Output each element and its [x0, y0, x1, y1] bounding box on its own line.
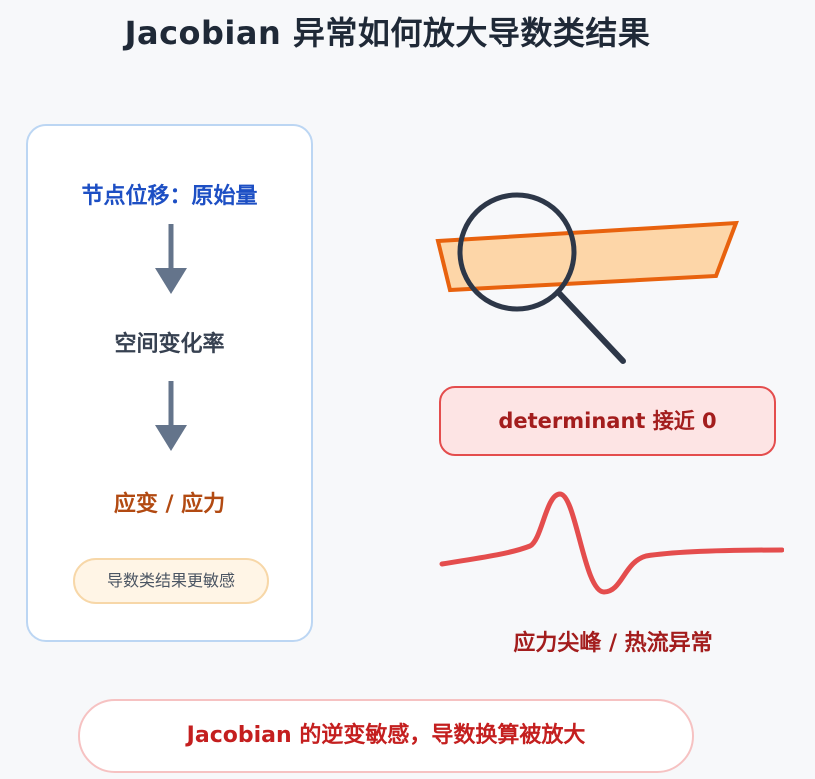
chain-step-gradient: 空间变化率: [114, 332, 225, 357]
derivative-chain-panel: 节点位移：原始量 空间变化率 应变 / 应力 导数类结果更敏感: [26, 124, 313, 642]
distorted-element: [435, 220, 739, 293]
arrow-down-icon: [155, 224, 187, 294]
determinant-badge: determinant 接近 0: [439, 386, 776, 456]
spike-caption: 应力尖峰 / 热流异常: [513, 631, 713, 656]
conclusion-banner: Jacobian 的逆变敏感，导数换算被放大: [78, 699, 694, 773]
sensitivity-note: 导数类结果更敏感: [73, 558, 269, 604]
magnifier-icon: [457, 192, 626, 364]
chain-step-displacement: 节点位移：原始量: [81, 184, 258, 209]
arrow-down-icon: [155, 381, 187, 451]
distorted-element-illustration: [435, 192, 739, 364]
stress-spike-curve: [439, 491, 784, 595]
page-title: Jacobian 异常如何放大导数类结果: [124, 14, 651, 52]
chain-step-strain-stress: 应变 / 应力: [113, 492, 226, 517]
